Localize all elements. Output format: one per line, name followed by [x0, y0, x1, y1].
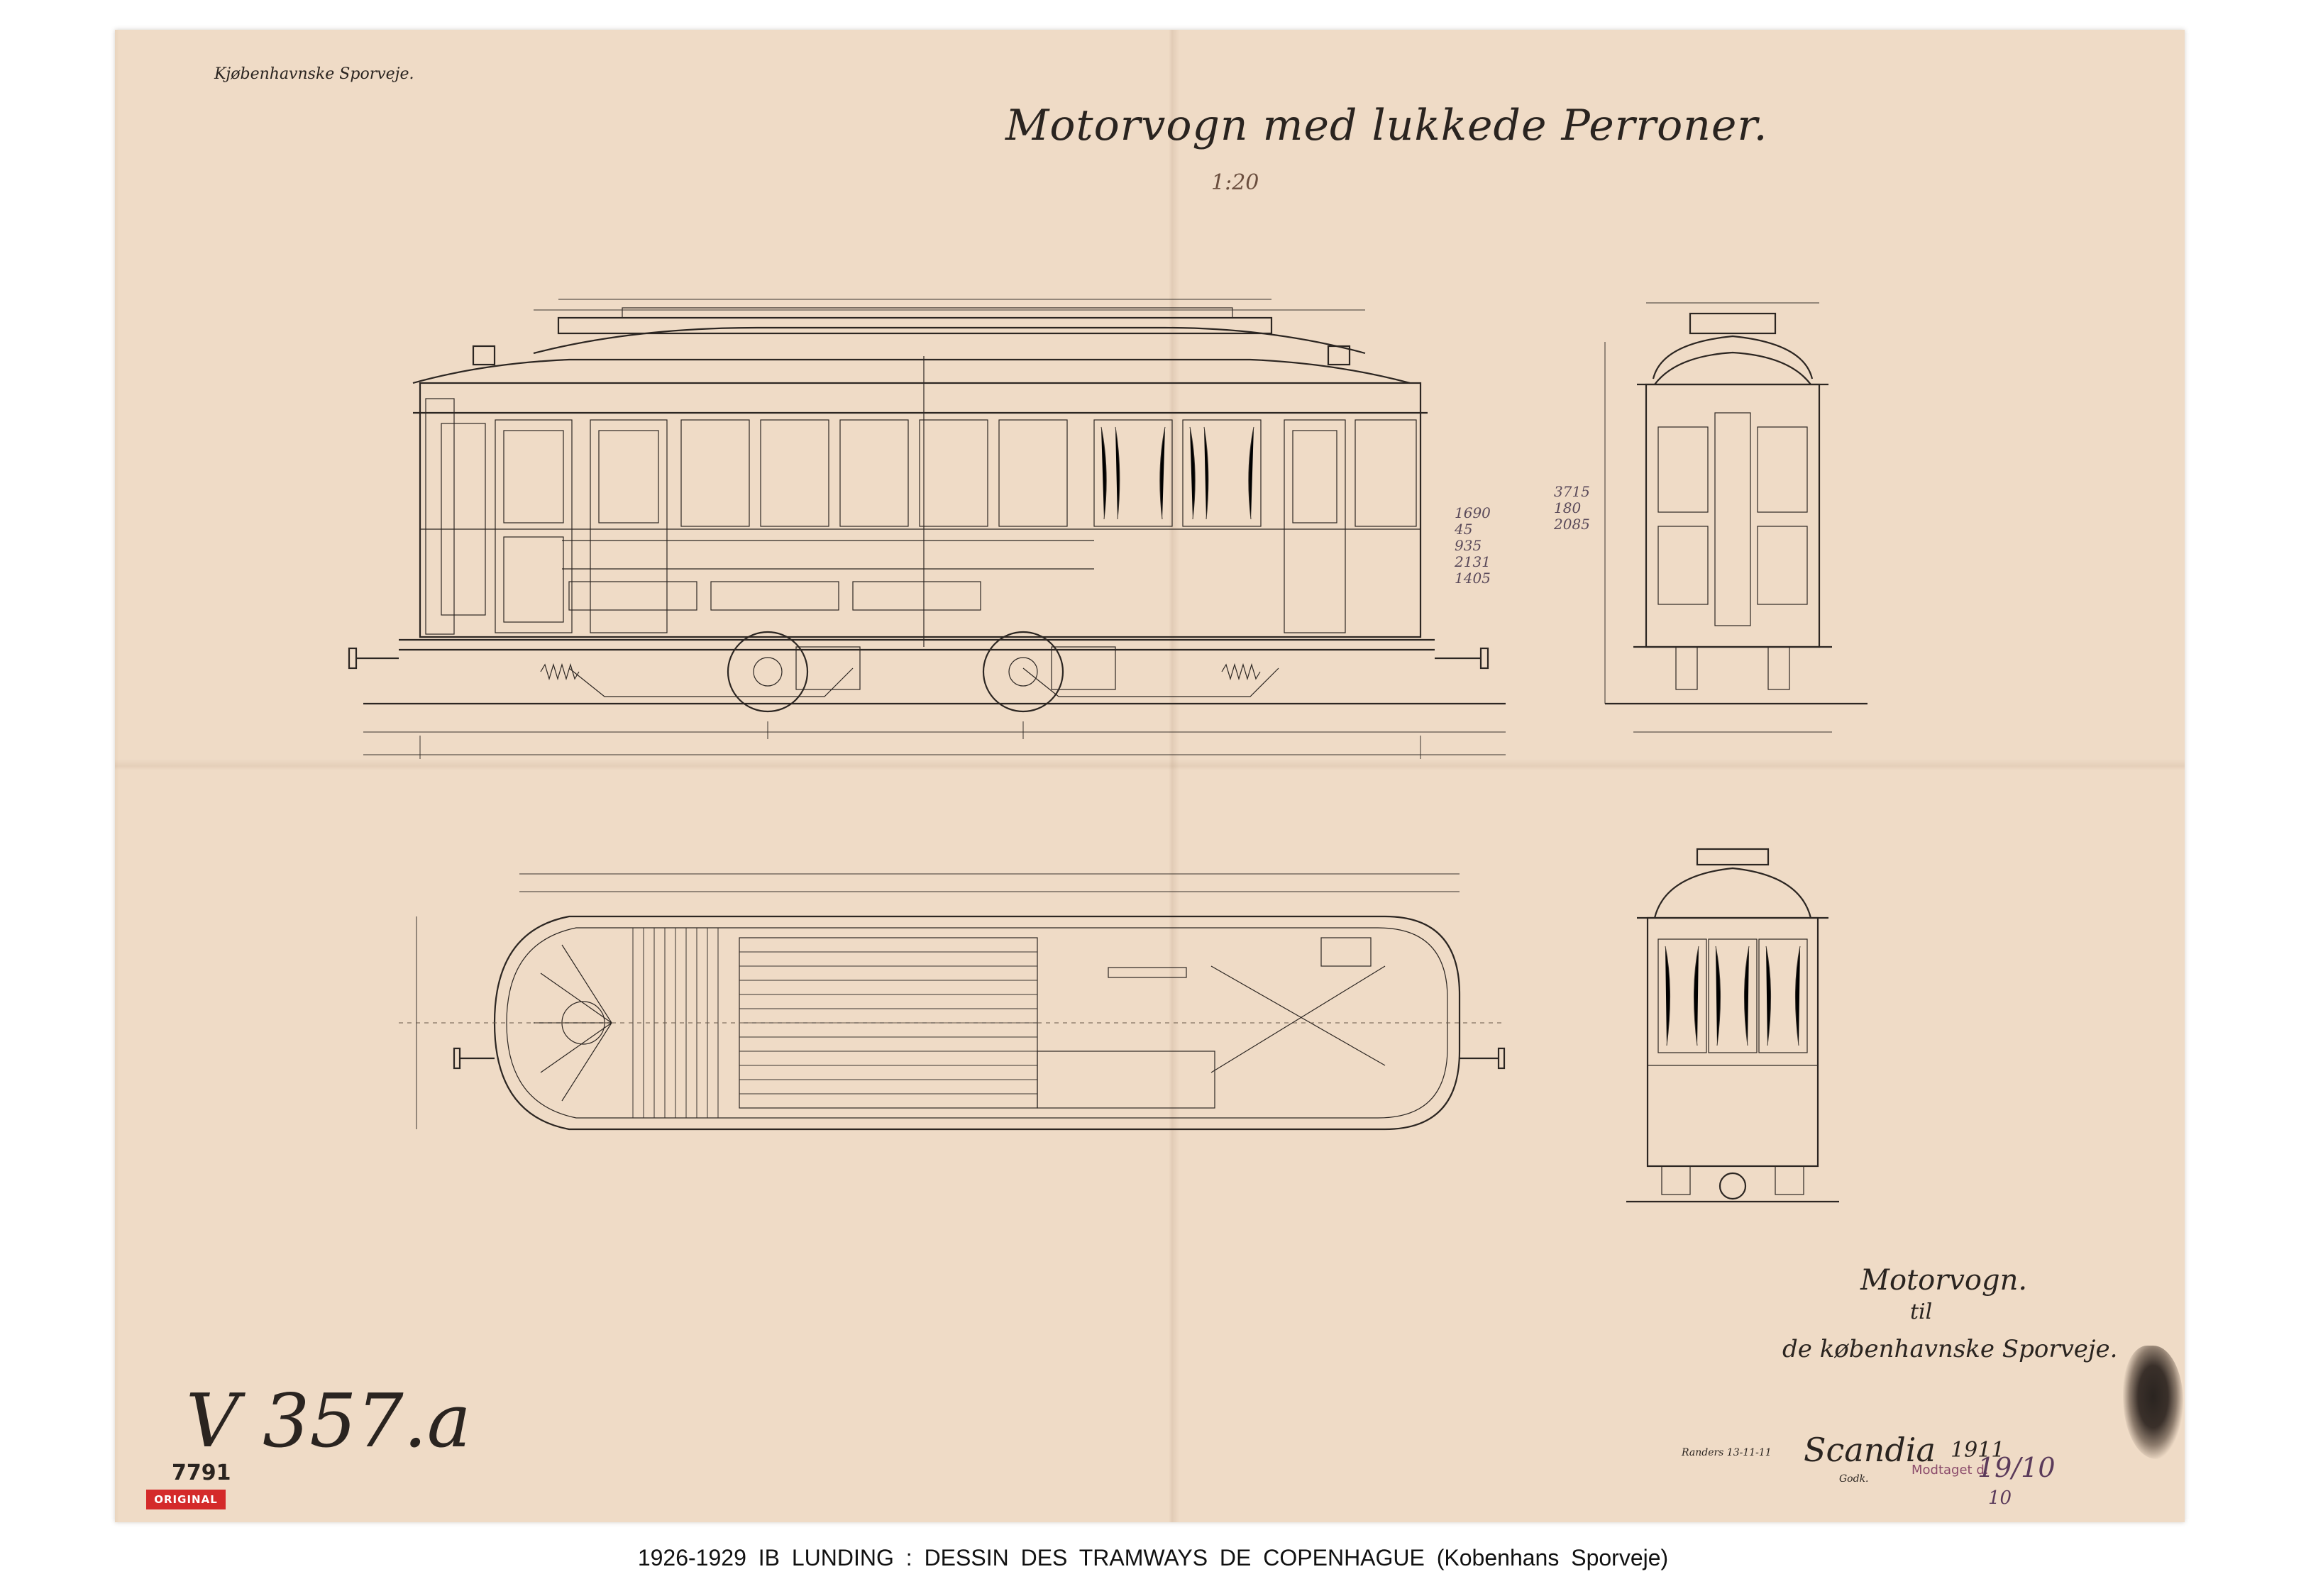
title-block-line-3: de københavnske Sporveje.: [1782, 1335, 2118, 1363]
maker-signature: Scandia: [1804, 1431, 1936, 1469]
original-stamp: ORIGINAL: [146, 1490, 226, 1509]
scale-note: 1:20: [1211, 170, 1259, 195]
pencil-figure: 1690: [1455, 504, 1491, 521]
maker-year: 1911: [1951, 1438, 2005, 1463]
received-stamp: Modtaget d.: [1911, 1463, 1989, 1478]
corner-label: Kjøbenhavnske Sporveje.: [214, 65, 414, 83]
side-elevation: [348, 299, 1506, 759]
approval-stamp-left: Randers 13-11-11: [1682, 1447, 1772, 1458]
pencil-figure: 935: [1455, 537, 1482, 554]
pencil-figure: 180: [1554, 499, 1582, 516]
pencil-calculation-a: 1690 45 935 2131 1405: [1455, 505, 1491, 587]
image-caption: 1926-1929 IB LUNDING : DESSIN DES TRAMWA…: [637, 1545, 1669, 1570]
plan-view: [399, 873, 1506, 1131]
drawing-title: Motorvogn med lukkede Perroner.: [1005, 101, 1768, 150]
pencil-calculation-b: 3715 180 2085: [1554, 484, 1590, 533]
pencil-figure: 2085: [1554, 516, 1590, 533]
approval-stamp-mid: Godk.: [1839, 1473, 1869, 1485]
received-date-bottom: 10: [1988, 1487, 2012, 1509]
drawing-number: V 357.a: [186, 1378, 471, 1464]
pencil-figure: 2131: [1455, 553, 1491, 570]
received-date-top: 19/10: [1977, 1452, 2056, 1483]
title-block-line-1: Motorvogn.: [1860, 1264, 2028, 1297]
pencil-figure: 3715: [1554, 483, 1590, 500]
archive-number: 7791: [172, 1461, 231, 1485]
end-view: [1626, 848, 1839, 1203]
title-block-line-2: til: [1910, 1299, 1933, 1324]
drawing-sheet: Kjøbenhavnske Sporveje. Motorvogn med lu…: [115, 30, 2185, 1522]
end-elevation-cross-section: [1604, 302, 1868, 733]
pencil-figure: 1405: [1455, 570, 1491, 587]
tram-technical-drawing: [348, 299, 1868, 1203]
pencil-figure: 45: [1455, 521, 1473, 538]
ink-stain: [2123, 1346, 2183, 1459]
